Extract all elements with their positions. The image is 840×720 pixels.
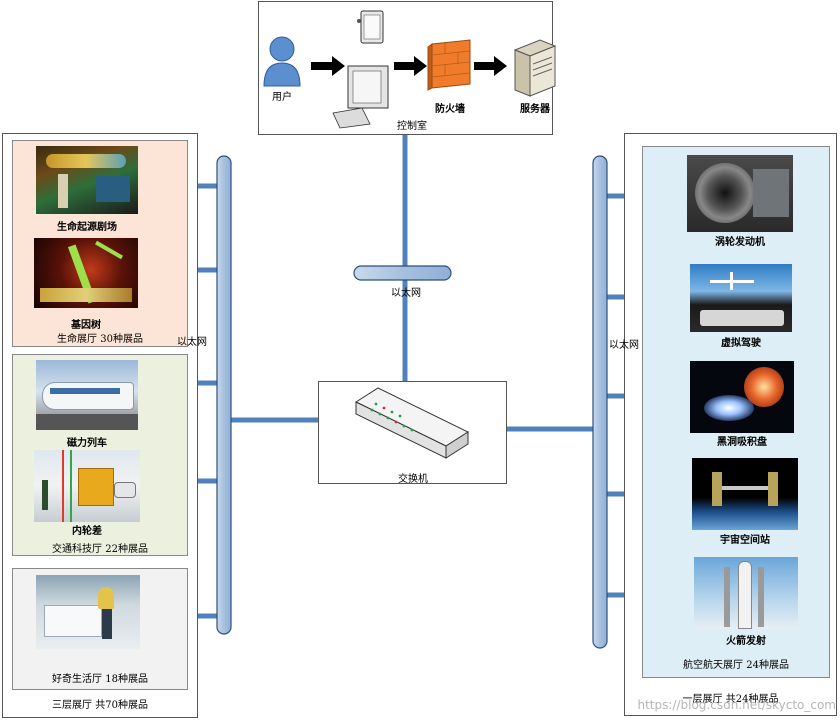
- server-label: 服务器: [520, 104, 550, 115]
- hall-name-transport: 交通科技厅 22种展品: [52, 544, 148, 555]
- hall-name-curious-life: 好奇生活厅 18种展品: [52, 674, 148, 685]
- photo-maglev-train: [36, 360, 138, 430]
- right-bus-label: 以太网: [609, 340, 639, 351]
- center-bus-label: 以太网: [391, 288, 421, 299]
- hall-name-aerospace: 航空航天展厅 24种展品: [683, 660, 789, 671]
- exhibit-label-space-station: 宇宙空间站: [720, 535, 770, 546]
- hall-name-life: 生命展厅 30种展品: [57, 334, 143, 345]
- left-bus-label: 以太网: [177, 337, 207, 348]
- exhibit-label-virtual-driving: 虚拟驾驶: [721, 338, 761, 349]
- exhibit-label-life-origin: 生命起源剧场: [57, 222, 117, 233]
- firewall-label: 防火墙: [435, 104, 465, 115]
- photo-inner-wheel-difference: [34, 450, 140, 522]
- exhibit-label-maglev: 磁力列车: [67, 438, 107, 449]
- switch-box: [318, 381, 507, 484]
- photo-virtual-driving: [690, 264, 792, 332]
- floor3-label: 三层展厅 共70种展品: [52, 700, 148, 711]
- exhibit-label-inner-wheel: 内轮差: [72, 526, 102, 537]
- watermark-text: https://blog.csdn.net/skycto_com: [637, 698, 836, 712]
- photo-turbine-engine: [687, 155, 793, 232]
- photo-space-station: [692, 458, 798, 530]
- switch-label: 交换机: [398, 474, 428, 485]
- photo-gene-tree: [34, 238, 138, 308]
- photo-life-origin-theater: [36, 146, 138, 214]
- exhibit-label-turbine: 涡轮发动机: [715, 237, 765, 248]
- floor1-label: 一层展厅 共24种展品: [682, 694, 779, 705]
- exhibit-label-rocket: 火箭发射: [726, 636, 766, 647]
- photo-rocket-launch: [694, 557, 798, 629]
- control-room-label: 控制室: [397, 121, 427, 132]
- control-room-box: [258, 1, 553, 135]
- photo-black-hole-disk: [690, 361, 794, 433]
- user-label: 用户: [272, 92, 292, 103]
- photo-curious-life: [36, 575, 140, 649]
- exhibit-label-black-hole: 黑洞吸积盘: [717, 437, 767, 448]
- exhibit-label-gene-tree: 基因树: [71, 320, 101, 331]
